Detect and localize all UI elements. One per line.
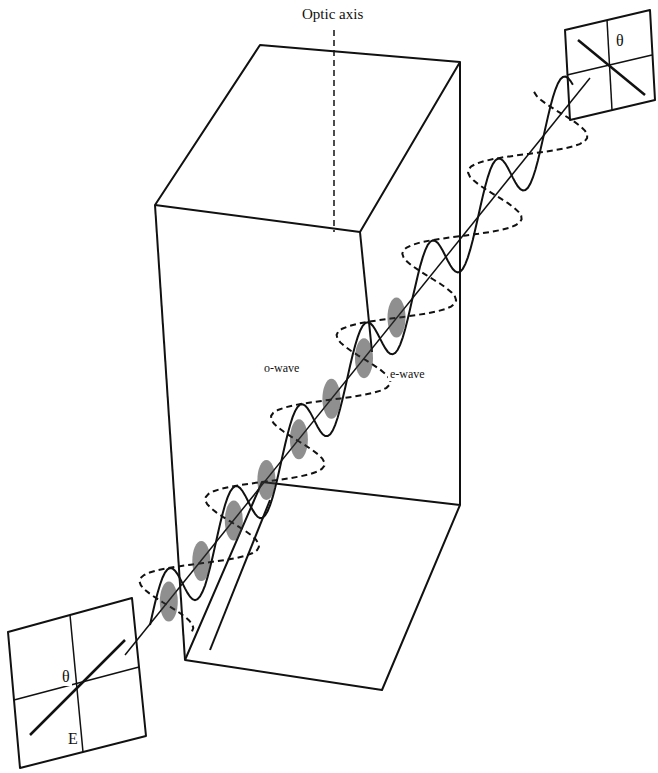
crystal-edge [459,62,461,505]
wave-shading [322,379,340,419]
o-wave-curve [150,77,573,625]
wave-label: e-wave [388,368,427,381]
crystal-bottom-face [185,482,460,690]
wave-shading [355,338,373,378]
panel-cross [14,667,139,700]
angle-symbol: θ [614,32,626,50]
wave-shading [225,501,243,541]
angle-symbol: θ [60,668,72,686]
optic-axis-label: Optic axis [300,6,365,23]
polarization-panel [565,10,655,120]
polarization-line [578,40,645,95]
crystal-edge [210,500,270,650]
wave-shading [388,298,406,338]
crystal-top-face [155,45,460,232]
field-symbol: E [66,730,80,748]
polarization-panel [8,598,146,768]
polarization-line [30,640,125,735]
wave-label: o-wave [262,362,301,375]
wave-shading [257,460,275,500]
wave-shading [192,541,210,581]
propagation-axis [125,78,590,655]
wave-shading [160,582,178,622]
wave-shading [290,419,308,459]
e-wave-curve [140,92,588,632]
optic-axis-line [333,30,335,232]
crystal-edge [155,205,185,660]
crystal-edge [360,232,372,352]
